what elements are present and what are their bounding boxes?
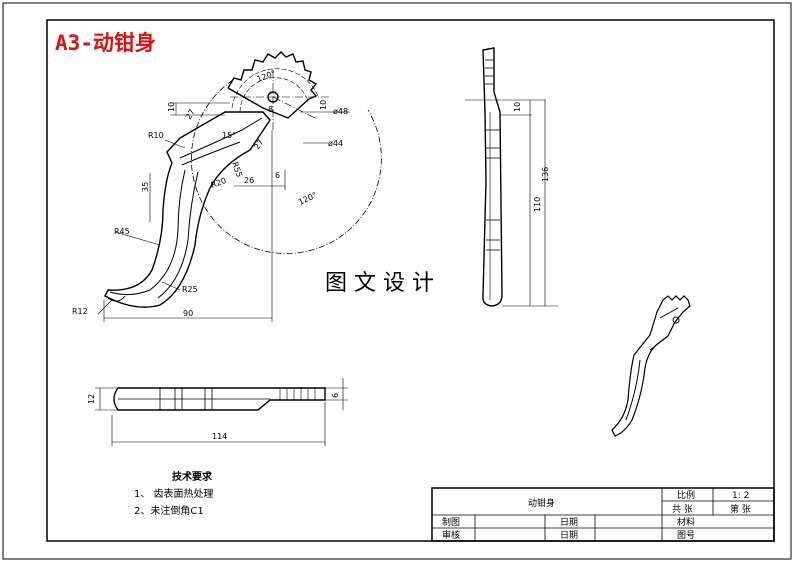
dim-114: 114 (212, 432, 227, 441)
tb-part-name: 动钳身 (528, 497, 555, 509)
side-outline (482, 47, 503, 307)
tb-date-label-2: 日期 (560, 530, 578, 541)
iso-step-line (649, 335, 669, 351)
dim-12: 12 (87, 394, 96, 404)
handle-tip (107, 295, 126, 302)
jaw-head (227, 87, 310, 119)
side-view (465, 47, 558, 307)
front-view-labels: 10 27 R10 35 R45 R25 R12 90 26 6 R20 R55… (72, 69, 348, 318)
centerline-diag (272, 96, 316, 119)
leader-r12 (97, 299, 113, 315)
dim-r12: R12 (72, 307, 88, 316)
tb-checked-label: 审核 (442, 529, 460, 541)
tb-date-label-1: 日期 (560, 517, 578, 528)
top-outline (113, 387, 326, 411)
dim-angle-15: 15° (222, 131, 236, 140)
title-block: 动钳身 比例 1: 2 共 张 第 张 制图 审核 日期 日期 材料 图号 (431, 487, 775, 542)
top-view (95, 378, 348, 446)
tb-drawn-label: 制图 (442, 516, 460, 528)
drawing-title: A3-动钳身 (55, 31, 156, 55)
tb-drawing-no-label: 图号 (677, 530, 695, 541)
iso-handle-line (625, 359, 641, 421)
dim-10-front: 10 (167, 102, 176, 112)
handle-inner-1 (179, 117, 263, 159)
side-view-labels: 10 136 110 (513, 102, 550, 212)
dim-6-front: 6 (275, 171, 280, 180)
dim-phi48: ø48 (333, 107, 348, 116)
handle-inner-2 (181, 141, 241, 166)
handle-outline (104, 111, 271, 308)
dim-136: 136 (541, 167, 550, 182)
dim-r25: R25 (182, 285, 198, 294)
title-block-frame (431, 487, 775, 542)
dim-angle-120-bottom: 120° (297, 191, 318, 207)
tech-requirements: 技术要求 1、 齿表面热处理 2、未注倒角C1 (134, 470, 214, 517)
dim-27-b: 27 (252, 138, 265, 152)
iso-hole (672, 316, 680, 324)
iso-jaw-line (659, 307, 679, 319)
dim-110: 110 (533, 197, 542, 212)
tb-scale-value: 1: 2 (732, 491, 749, 501)
iso-outline (611, 295, 691, 437)
dim-6-top: 6 (331, 393, 340, 398)
dim-angle-120-top: 120° (256, 69, 277, 84)
handle-inner-3 (109, 169, 186, 296)
front-view (97, 51, 382, 322)
tech-req-item-2: 2、未注倒角C1 (134, 504, 204, 517)
tech-req-item-1: 1、 齿表面热处理 (134, 487, 214, 500)
dim-r20: R20 (210, 176, 228, 190)
leader-r10 (164, 139, 186, 149)
dim-r10: R10 (148, 131, 164, 140)
isometric-view (611, 295, 691, 437)
dim-26: 26 (244, 176, 254, 185)
handle-inner-4 (157, 171, 199, 299)
watermark-text: 图 文 设 计 (325, 271, 434, 296)
dim-35: 35 (141, 182, 150, 192)
inner-frame (46, 19, 775, 542)
top-view-labels: 12 6 114 (87, 393, 340, 441)
dim-8: 8 (268, 105, 273, 114)
tb-material-label: 材料 (677, 516, 695, 528)
leader-r45 (114, 231, 161, 246)
dim-r45: R45 (114, 227, 130, 236)
dim-90: 90 (183, 309, 193, 318)
dim-27: 27 (184, 108, 197, 121)
dim-phi44: ø44 (328, 139, 343, 148)
dim-10-side: 10 (513, 102, 522, 112)
tb-total-label: 共 张 (672, 504, 693, 515)
dim-10-b: 10 (319, 100, 328, 110)
tb-sheet-label: 第 张 (730, 503, 751, 515)
leader-r25 (161, 281, 181, 291)
radius-arc-44 (239, 77, 309, 113)
tb-scale-label: 比例 (677, 489, 695, 501)
gear-teeth (227, 51, 318, 100)
tech-req-heading: 技术要求 (172, 470, 213, 483)
radius-arc-48 (231, 68, 319, 109)
pitch-arc (191, 79, 382, 254)
dim-r55: R55 (230, 161, 244, 179)
